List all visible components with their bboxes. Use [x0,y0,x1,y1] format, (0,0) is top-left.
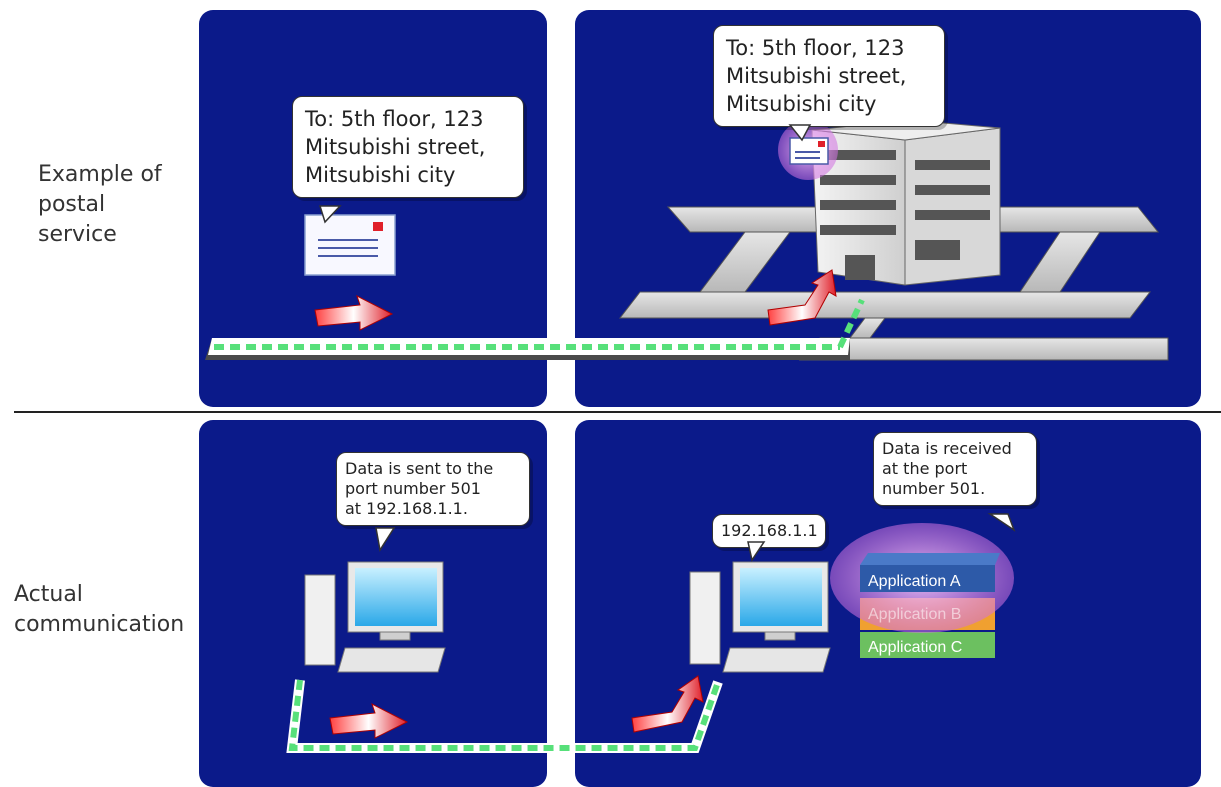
bubble-tails [0,0,1221,787]
